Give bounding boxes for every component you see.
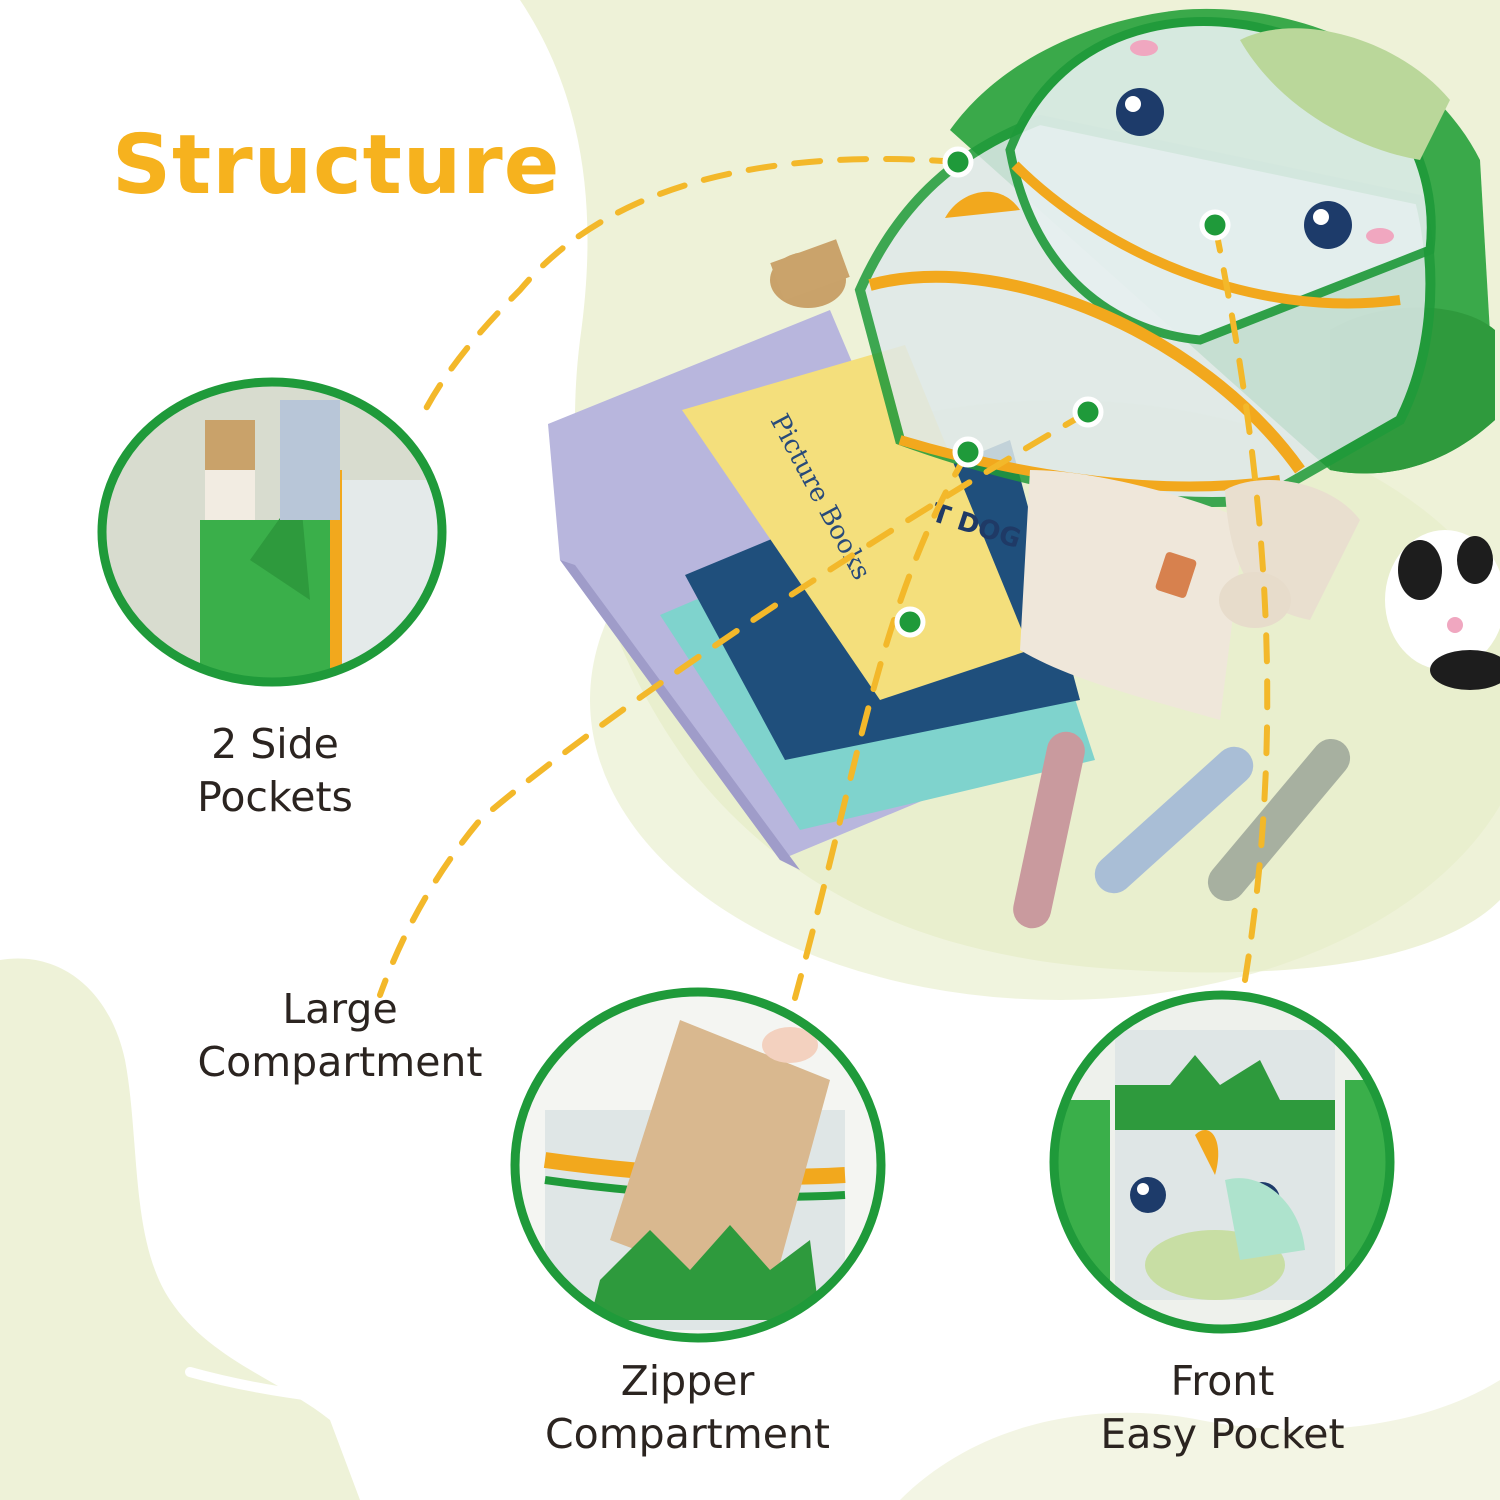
dashed-leader-line — [377, 156, 1271, 1001]
page-title: Structure — [112, 118, 561, 213]
feature-label-line: Pockets — [197, 773, 353, 821]
green-chalk — [1207, 738, 1351, 902]
feature-label-side-pockets: 2 Side Pockets — [150, 718, 400, 824]
feature-label-large-compartment: Large Compartment — [180, 983, 500, 1089]
blue-chalk — [1094, 746, 1254, 894]
background-blob-bottom-right — [900, 1380, 1500, 1500]
detail-circle-front-pocket — [1049, 990, 1395, 1334]
detail-circle-side-pockets — [97, 377, 447, 687]
feature-label-line: Compartment — [197, 1038, 483, 1086]
feature-label-line: Large — [282, 985, 398, 1033]
feature-label-line: Front — [1170, 1357, 1275, 1405]
pink-chalk — [1013, 731, 1085, 929]
feature-label-line: Zipper — [620, 1357, 755, 1405]
feature-label-line: Compartment — [545, 1410, 830, 1458]
feature-label-front-pocket: Front Easy Pocket — [1090, 1355, 1355, 1461]
decorative-swoosh — [185, 1367, 525, 1412]
backpack-illustration: Picture Books T DOG DA — [548, 8, 1500, 1000]
feature-label-line: Easy Pocket — [1100, 1410, 1345, 1458]
background-blob-bottom-left — [0, 958, 360, 1500]
yellow-book — [682, 345, 1030, 700]
feature-label-line: 2 Side — [211, 720, 339, 768]
callout-dot — [894, 146, 1231, 638]
detail-circle-zipper-compartment — [510, 987, 886, 1343]
feature-label-zipper-compartment: Zipper Compartment — [530, 1355, 845, 1461]
